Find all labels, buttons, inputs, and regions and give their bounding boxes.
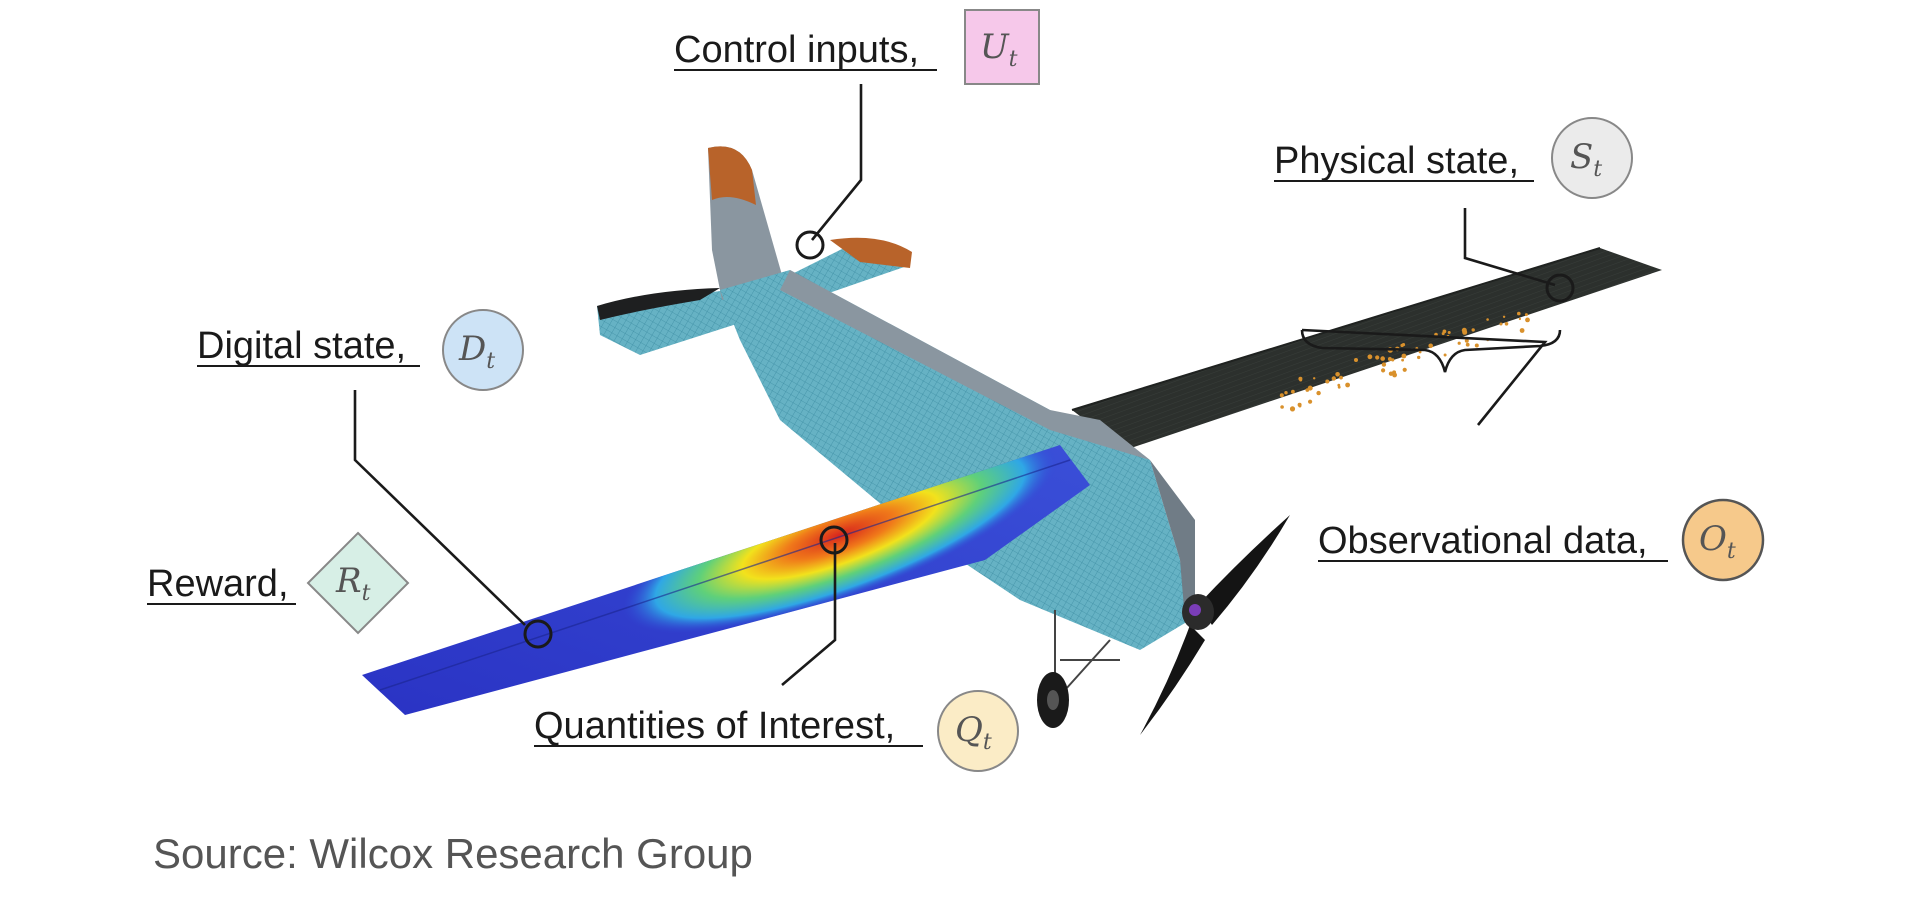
sensor-dot xyxy=(1337,385,1341,389)
sensor-dot xyxy=(1299,378,1303,382)
svg-text:Ot: Ot xyxy=(1699,519,1736,564)
sensor-dot xyxy=(1380,356,1385,361)
sensor-dot xyxy=(1457,341,1461,345)
sensor-dot xyxy=(1401,353,1407,359)
label-text: Quantities of Interest, xyxy=(534,705,895,747)
sensor-dot xyxy=(1471,328,1475,332)
sensor-dot xyxy=(1400,343,1404,348)
sensor-dot xyxy=(1441,332,1445,336)
landing-gear xyxy=(1037,610,1120,728)
label-text: Observational data, xyxy=(1318,520,1648,562)
sensor-dot xyxy=(1402,367,1407,372)
sensor-dot xyxy=(1519,328,1525,333)
symbol-circle xyxy=(1681,498,1765,582)
sensor-dot xyxy=(1305,388,1310,392)
svg-text:Rt: Rt xyxy=(335,561,371,606)
svg-text:Ut: Ut xyxy=(980,27,1018,72)
sensor-dot xyxy=(1280,405,1284,409)
sensor-dot xyxy=(1388,371,1394,376)
aircraft-illustration xyxy=(362,146,1662,735)
label-text: Physical state, xyxy=(1274,140,1519,182)
label-text: Control inputs, xyxy=(674,29,919,71)
source-caption: Source: Wilcox Research Group xyxy=(153,830,753,877)
sensor-dot xyxy=(1325,379,1330,384)
sensor-dot xyxy=(1517,311,1521,316)
svg-text:St: St xyxy=(1570,137,1602,182)
label-observational-data: Observational data, Ot xyxy=(1318,498,1765,582)
sensor-dot xyxy=(1331,376,1337,381)
svg-text:Qt: Qt xyxy=(955,710,992,755)
sensor-dot xyxy=(1526,319,1529,322)
sensor-dot xyxy=(1391,358,1395,362)
symbol-diamond xyxy=(306,531,410,635)
sensor-dot xyxy=(1504,322,1509,326)
sensor-dot xyxy=(1401,358,1404,362)
sensor-dot xyxy=(1474,343,1479,348)
sensor-dot xyxy=(1502,315,1506,318)
sensor-dot xyxy=(1486,318,1489,321)
label-text: Digital state, xyxy=(197,325,406,367)
sensor-dot xyxy=(1392,372,1397,378)
label-text: Reward, xyxy=(147,563,289,605)
sensor-dot xyxy=(1428,343,1433,349)
sensor-dot xyxy=(1316,390,1321,396)
sensor-dot xyxy=(1284,391,1288,395)
sensor-dot xyxy=(1367,354,1373,360)
sensor-dot xyxy=(1375,355,1380,360)
sensor-dot xyxy=(1313,377,1316,380)
svg-text:Dt: Dt xyxy=(458,329,495,374)
stress-heatmap xyxy=(622,445,1058,633)
sensor-dot xyxy=(1462,329,1468,335)
symbol-circle xyxy=(1551,117,1633,199)
sensor-dot xyxy=(1279,393,1284,398)
sensor-dot xyxy=(1464,338,1469,343)
fuselage xyxy=(720,270,1190,650)
label-quantities-of-interest: Quantities of Interest, Qt xyxy=(534,690,1019,772)
label-control-inputs: Control inputs, Ut xyxy=(674,9,1040,85)
label-digital-state: Digital state, Dt xyxy=(197,309,524,391)
sensor-dot xyxy=(1417,355,1421,360)
label-reward: Reward, Rt xyxy=(147,531,410,635)
sensor-dot xyxy=(1381,368,1386,373)
sensor-dot xyxy=(1524,313,1528,317)
sensor-dot xyxy=(1387,357,1392,361)
sensor-dot xyxy=(1308,399,1313,404)
sensor-dot xyxy=(1298,404,1302,408)
sensor-dot xyxy=(1443,353,1447,357)
sensor-dot xyxy=(1381,362,1387,367)
sensor-dot xyxy=(1339,375,1343,380)
symbol-circle xyxy=(937,690,1019,772)
leader-lines xyxy=(353,84,1575,686)
sensor-dot xyxy=(1465,342,1470,347)
sensor-dot xyxy=(1418,350,1422,354)
sensor-dot xyxy=(1307,385,1313,391)
sensor-dot xyxy=(1291,389,1295,394)
symbol-circle xyxy=(442,309,524,391)
propeller xyxy=(1140,515,1290,735)
sensor-dot xyxy=(1354,358,1358,362)
sensor-dot xyxy=(1518,317,1522,321)
sensor-dot xyxy=(1447,331,1451,334)
symbol-box xyxy=(964,9,1040,85)
sensor-dot xyxy=(1289,406,1296,412)
sensor-dot xyxy=(1345,382,1350,388)
label-physical-state: Physical state, St xyxy=(1274,117,1633,199)
sensor-dot xyxy=(1499,322,1503,326)
sensor-dot xyxy=(1335,372,1340,377)
